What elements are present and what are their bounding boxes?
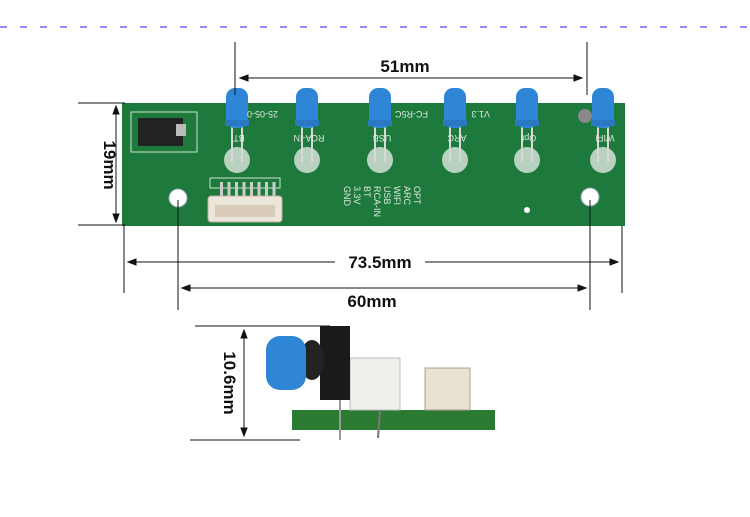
side-connector xyxy=(349,357,401,411)
dimension-60mm xyxy=(177,200,591,310)
silk-pin-usb: USB xyxy=(382,186,392,205)
silk-pin-bt: BT xyxy=(362,186,372,198)
silk-version: V1.3 xyxy=(471,109,490,119)
label-73-5mm: 73.5mm xyxy=(348,253,411,272)
dimension-51mm xyxy=(234,42,588,95)
silk-pin-opt: OPT xyxy=(412,186,422,205)
connector-pin xyxy=(265,182,268,196)
led xyxy=(224,88,250,173)
connector-pin xyxy=(227,182,231,196)
silk-board-name: FC-R5C xyxy=(395,109,428,119)
silk-led-label: RCA-IN xyxy=(294,133,325,143)
pad-circle xyxy=(578,109,592,123)
silk-pin-3v3: 3.3V xyxy=(352,186,362,205)
side-led xyxy=(266,336,306,390)
connector-pin xyxy=(272,182,276,196)
ir-receiver xyxy=(138,118,183,146)
silk-date: 25-05-0 xyxy=(247,109,278,119)
led xyxy=(590,88,616,173)
side-board xyxy=(292,410,495,430)
label-19mm: 19mm xyxy=(100,140,119,189)
connector-pin xyxy=(242,182,246,196)
connector-pin xyxy=(250,182,253,196)
silk-led-label: ARC xyxy=(447,133,467,143)
connector-pin xyxy=(235,182,238,196)
pcb-side-view xyxy=(266,326,495,440)
silk-pin-wifi: WIFI xyxy=(392,186,402,205)
side-ir-shield xyxy=(320,326,350,400)
via xyxy=(524,207,530,213)
led xyxy=(294,88,320,173)
label-10-6mm: 10.6mm xyxy=(220,351,239,414)
connector-pin xyxy=(220,182,223,196)
dimension-10-6mm xyxy=(190,325,330,441)
label-51mm: 51mm xyxy=(380,57,429,76)
silk-led-label: BT xyxy=(233,133,245,143)
silk-led-label: Opt xyxy=(521,133,536,143)
silk-led-label: WIFI xyxy=(596,133,615,143)
led xyxy=(514,88,540,173)
silk-led-label: USB xyxy=(373,133,392,143)
led xyxy=(442,88,468,173)
ir-receiver-outline xyxy=(130,111,198,153)
dimension-73-5mm xyxy=(123,226,623,293)
dimension-19mm xyxy=(78,102,125,226)
silk-pin-gnd: GND xyxy=(342,186,352,207)
connector-pin xyxy=(257,182,261,196)
silk-pin-rca-in: RCA-IN xyxy=(372,186,382,217)
silk-pin-arc: ARC xyxy=(402,186,412,206)
side-small-connector xyxy=(424,367,471,411)
led xyxy=(367,88,393,173)
label-60mm: 60mm xyxy=(347,292,396,311)
